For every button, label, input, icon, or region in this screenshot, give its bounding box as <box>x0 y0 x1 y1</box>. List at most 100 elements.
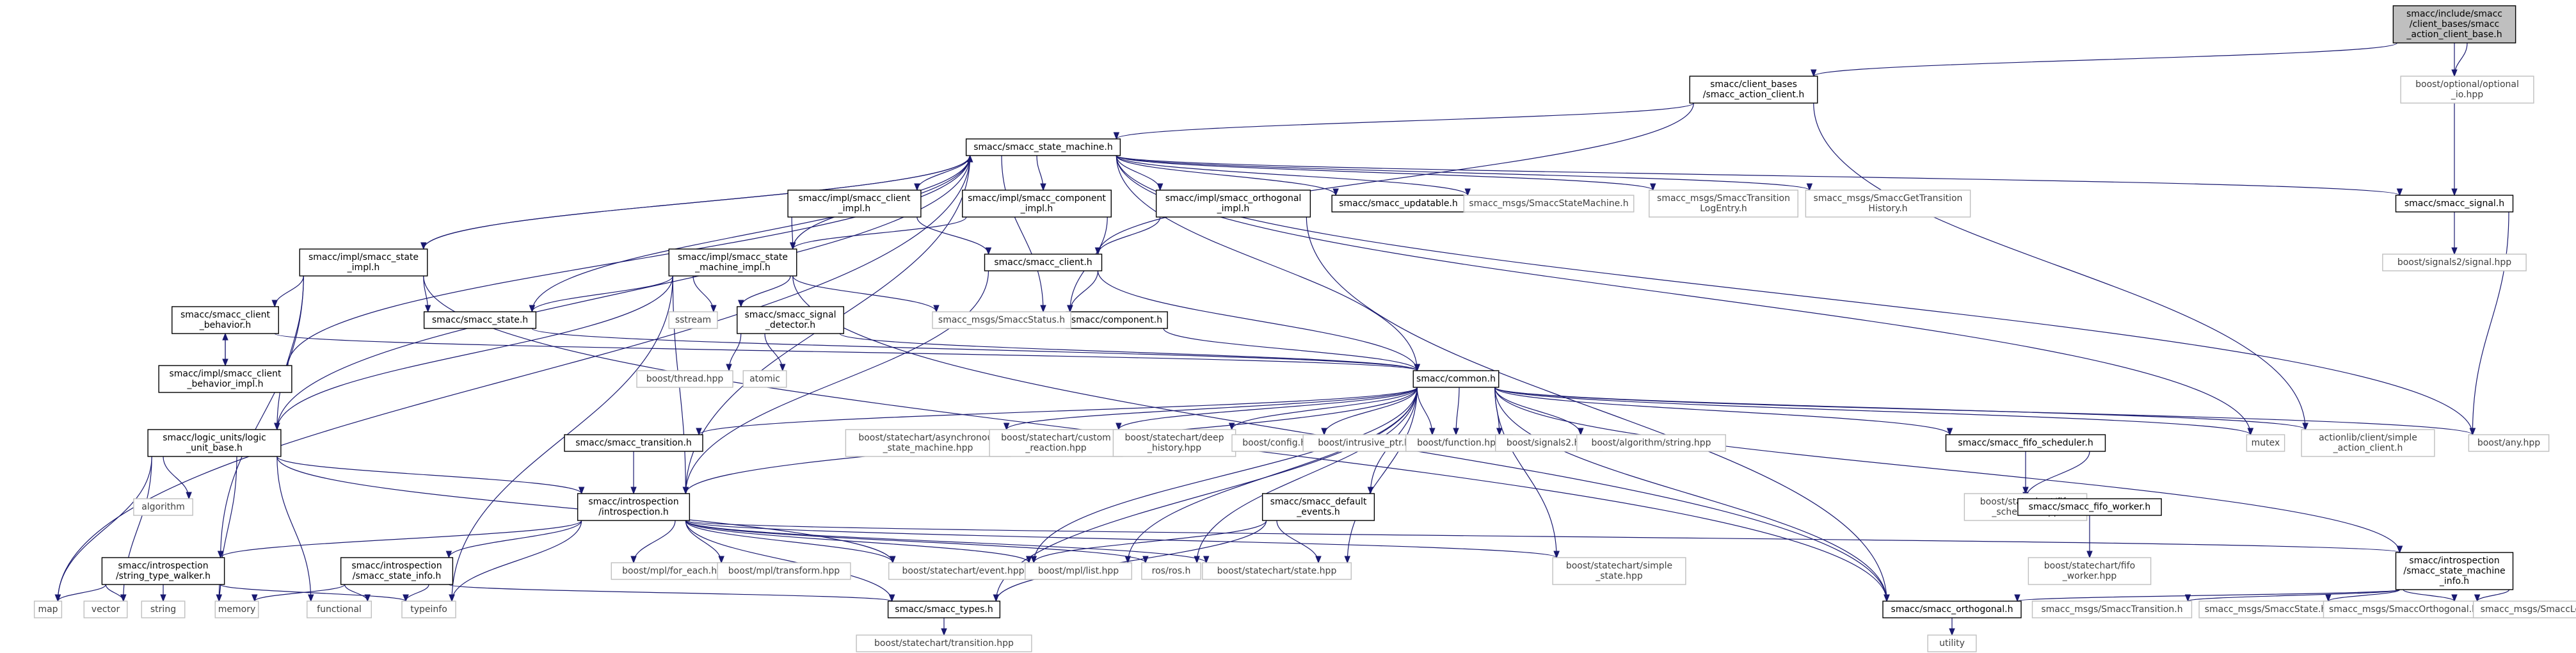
node-client-behavior[interactable]: smacc/smacc_client_behavior.h <box>172 306 279 334</box>
node-atomic[interactable]: atomic <box>742 370 787 388</box>
node-state-machine-info[interactable]: smacc/introspection/smacc_state_machine_… <box>2395 552 2514 590</box>
node-impl-state-impl[interactable]: smacc/impl/smacc_state_impl.h <box>299 248 428 277</box>
node-label: smacc/introspection <box>351 561 442 571</box>
node-impl-client-behavior-impl[interactable]: smacc/impl/smacc_client_behavior_impl.h <box>158 365 292 393</box>
node-smacc-state-info[interactable]: smacc/introspection/smacc_state_info.h <box>340 557 454 585</box>
node-vector[interactable]: vector <box>83 601 128 618</box>
node-sstream[interactable]: sstream <box>668 311 718 329</box>
node-label: smacc/smacc_types.h <box>895 604 993 615</box>
node-algorithm[interactable]: algorithm <box>133 498 193 516</box>
node-smacc-orthogonal[interactable]: smacc/smacc_orthogonal.h <box>1882 601 2022 618</box>
node-memory[interactable]: memory <box>214 601 259 618</box>
node-introspection[interactable]: smacc/introspection/introspection.h <box>577 493 691 521</box>
node-impl-client-impl[interactable]: smacc/impl/smacc_client_impl.h <box>787 189 922 218</box>
node-boost-sc-fifo-worker[interactable]: boost/statechart/fifo_worker.hpp <box>2028 557 2152 585</box>
edge-arrowhead <box>529 305 536 313</box>
node-smacc-state-machine[interactable]: smacc/smacc_state_machine.h <box>965 138 1121 156</box>
node-boost-sc-deep[interactable]: boost/statechart/deep_history.hpp <box>1112 429 1236 457</box>
node-typeinfo[interactable]: typeinfo <box>401 601 456 618</box>
node-smacc-transition[interactable]: smacc/smacc_transition.h <box>564 434 703 452</box>
edge-arrowhead <box>2184 594 2191 602</box>
node-actionlib-simple[interactable]: actionlib/client/simple_action_client.h <box>2301 429 2435 457</box>
node-boost-algorithm[interactable]: boost/algorithm/string.hpp <box>1576 434 1726 452</box>
node-smacc-state[interactable]: smacc/smacc_state.h <box>423 311 537 329</box>
node-smacc-msgs-state[interactable]: smacc_msgs/SmaccState.h <box>2198 601 2333 618</box>
node-smacc-msgs-orthogonal[interactable]: smacc_msgs/SmaccOrthogonal.h <box>2323 601 2484 618</box>
edge-arrowhead <box>888 594 895 602</box>
node-boost-any[interactable]: boost/any.hpp <box>2468 434 2550 452</box>
node-root[interactable]: smacc/include/smacc/client_bases/smacc_a… <box>2392 5 2516 44</box>
node-boost-sc-event[interactable]: boost/statechart/event.hpp <box>888 562 1038 580</box>
node-boost-optional-io[interactable]: boost/optional/optional_io.hpp <box>2400 76 2534 104</box>
node-boost-mpl-list[interactable]: boost/mpl/list.hpp <box>1025 562 1132 580</box>
node-mutex[interactable]: mutex <box>2246 434 2285 452</box>
node-string-type-walker[interactable]: smacc/introspection/string_type_walker.h <box>101 557 225 585</box>
edge-arrowhead <box>966 154 973 163</box>
edge-line <box>1097 102 1694 255</box>
edge-line <box>685 520 1557 558</box>
edge-impl-state-impl-to-logic-unit-base <box>274 275 304 431</box>
node-box <box>2246 434 2285 452</box>
edge-client-behavior-to-common <box>274 333 1420 372</box>
node-boost-signals2-signal[interactable]: boost/signals2/signal.hpp <box>2382 254 2527 271</box>
node-smacc-client[interactable]: smacc/smacc_client.h <box>984 254 1103 271</box>
node-box <box>737 306 844 334</box>
node-impl-orthogonal-impl[interactable]: smacc/impl/smacc_orthogonal_impl.h <box>1155 189 1311 218</box>
edge-line <box>1116 102 1694 140</box>
node-box <box>1405 434 1513 452</box>
node-boost-mpl-transform[interactable]: boost/mpl/transform.hpp <box>717 562 851 580</box>
edge-impl-client-impl-to-smacc-client <box>916 216 992 255</box>
node-boost-thread[interactable]: boost/thread.hpp <box>636 370 733 388</box>
edge-arrowhead <box>1040 183 1046 191</box>
node-label: smacc_msgs/SmaccTransition.h <box>2041 604 2182 615</box>
node-boost-sc-async[interactable]: boost/statechart/asynchronous_state_mach… <box>845 429 1011 457</box>
node-logic-unit-base[interactable]: smacc/logic_units/logic_unit_base.h <box>147 429 282 457</box>
node-boost-sc-transition[interactable]: boost/statechart/transition.hpp <box>856 634 1032 652</box>
node-string[interactable]: string <box>141 601 186 618</box>
node-label: smacc/smacc_client.h <box>994 257 1092 268</box>
edge-smacc-state-machine-to-smacc-msgs-statemachine <box>1116 155 1471 197</box>
node-boost-sc-simple-state[interactable]: boost/statechart/simple_state.hpp <box>1552 557 1686 585</box>
node-client-bases-action-client[interactable]: smacc/client_bases/smacc_action_client.h <box>1689 76 1818 104</box>
node-ros[interactable]: ros/ros.h <box>1141 562 1201 580</box>
node-fifo-worker[interactable]: smacc/smacc_fifo_worker.h <box>2017 498 2162 516</box>
edge-line <box>1813 42 2397 77</box>
node-smacc-component[interactable]: smacc/component.h <box>1066 311 1168 329</box>
node-label: smacc/logic_units/logic <box>163 433 266 443</box>
node-label: /smacc_action_client.h <box>1703 90 1805 100</box>
edge-arrowhead <box>1142 556 1149 564</box>
node-map[interactable]: map <box>33 601 63 618</box>
edge-common-to-boost-config <box>1321 387 1418 436</box>
edge-arrowhead <box>726 364 732 372</box>
node-impl-component-impl[interactable]: smacc/impl/smacc_component_impl.h <box>962 189 1112 218</box>
node-common[interactable]: smacc/common.h <box>1412 370 1500 388</box>
node-label: boost/optional/optional <box>2415 79 2519 90</box>
node-impl-state-machine-impl[interactable]: smacc/impl/smacc_state_machine_impl.h <box>668 248 797 277</box>
edge-line <box>1001 155 1044 312</box>
edge-arrowhead <box>630 556 637 564</box>
node-label: algorithm <box>141 502 185 512</box>
node-label: smacc/component.h <box>1071 315 1162 325</box>
node-smacc-msgs-statemachine[interactable]: smacc_msgs/SmaccStateMachine.h <box>1463 195 1635 213</box>
node-fifo-scheduler[interactable]: smacc/smacc_fifo_scheduler.h <box>1945 434 2106 452</box>
node-default-events[interactable]: smacc/smacc_default_events.h <box>1261 493 1375 521</box>
node-smacc-types[interactable]: smacc/smacc_types.h <box>887 601 1001 618</box>
node-smacc-msgs-logicunit[interactable]: smacc_msgs/SmaccLogicUnit.h <box>2472 601 2576 618</box>
edge-line <box>220 275 304 558</box>
node-boost-sc-state[interactable]: boost/statechart/state.hpp <box>1202 562 1352 580</box>
node-smacc-signal[interactable]: smacc/smacc_signal.h <box>2395 195 2514 213</box>
node-boost-function[interactable]: boost/function.hpp <box>1405 434 1513 452</box>
node-smacc-msgs-transition[interactable]: smacc_msgs/SmaccTransition.h <box>2031 601 2193 618</box>
node-smacc-signal-detector[interactable]: smacc/smacc_signal_detector.h <box>737 306 844 334</box>
node-functional[interactable]: functional <box>307 601 372 618</box>
node-utility[interactable]: utility <box>1927 634 1977 652</box>
edge-arrowhead <box>403 594 409 602</box>
node-label: boost/intrusive_ptr.hpp <box>1318 438 1421 448</box>
node-smacc-msgs-status[interactable]: smacc_msgs/SmaccStatus.h <box>932 311 1071 329</box>
node-boost-sc-custom[interactable]: boost/statechart/custom_reaction.hpp <box>989 429 1123 457</box>
node-label: /introspection.h <box>598 507 669 517</box>
node-smacc-updatable[interactable]: smacc/smacc_updatable.h <box>1331 195 1466 213</box>
node-box <box>101 557 225 585</box>
